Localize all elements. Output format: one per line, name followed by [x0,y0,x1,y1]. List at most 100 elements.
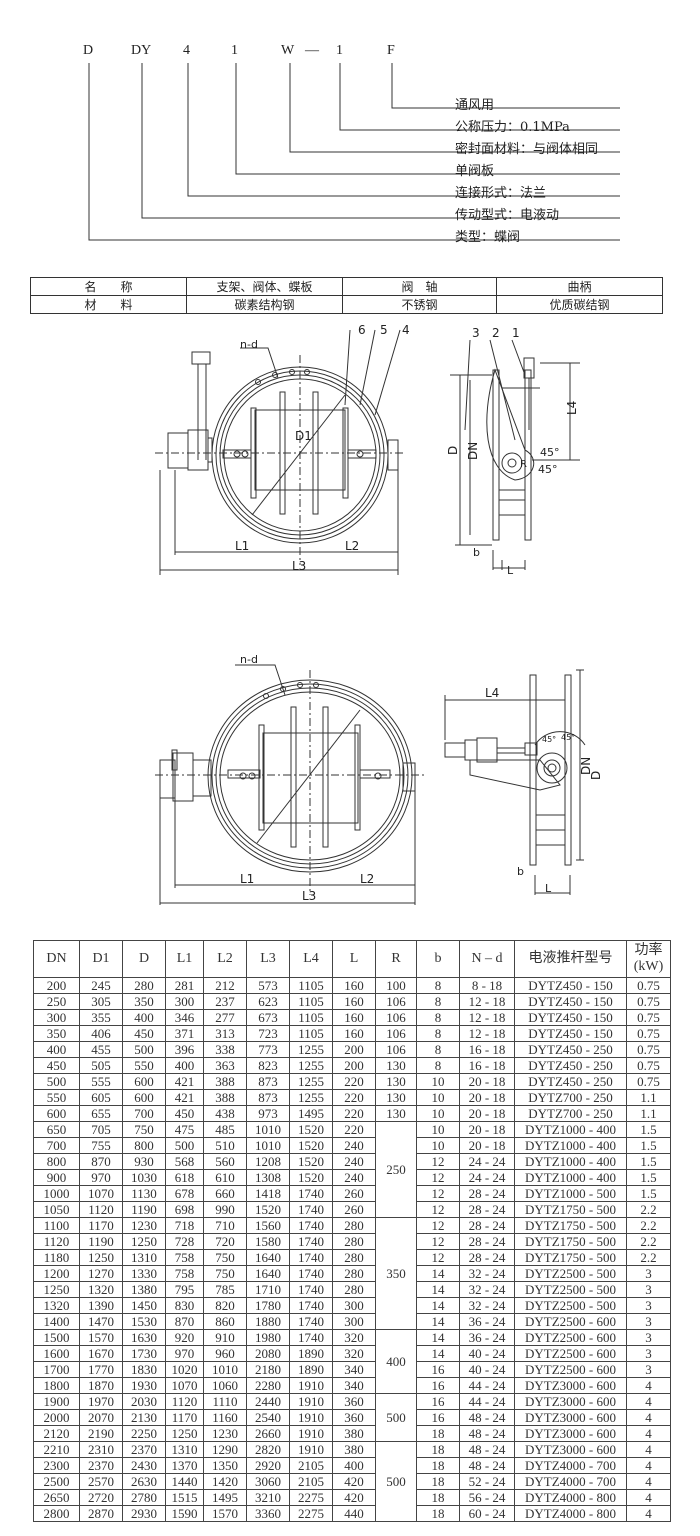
label-r: R [520,459,527,470]
table-cell: 28 - 24 [459,1233,515,1250]
table-cell: 750 [122,1121,166,1138]
table-cell: 438 [203,1105,247,1122]
table-cell: 2930 [122,1505,166,1522]
table-cell: 723 [246,1025,290,1042]
table-cell: 1910 [289,1393,333,1410]
table-cell: 1700 [33,1361,80,1378]
table-cell: 100 [375,977,417,994]
table-cell: 340 [332,1361,376,1378]
table-cell: 1740 [289,1201,333,1218]
table-cell: 1.1 [626,1105,671,1122]
table-cell: 655 [79,1105,123,1122]
code-part: D [83,43,94,58]
table-cell: 10 [416,1073,460,1090]
label-l4: L4 [485,686,499,700]
table-cell: 1910 [289,1409,333,1426]
label-part-1: 1 [512,326,520,340]
table-cell: 2570 [79,1473,123,1490]
table-cell: 106 [375,1009,417,1026]
table-cell: DYTZ1750 - 500 [514,1217,627,1234]
table-cell: 700 [122,1105,166,1122]
table-cell-r-merged: 350 [375,1217,417,1330]
table-cell: 960 [203,1345,247,1362]
table-cell: 970 [165,1345,204,1362]
table-cell: 1400 [33,1313,80,1330]
table-cell: 1350 [203,1457,247,1474]
table-cell: 20 - 18 [459,1089,515,1106]
table-cell: 200 [332,1057,376,1074]
table-cell: DYTZ450 - 150 [514,1025,627,1042]
table-cell: 1.5 [626,1169,671,1186]
table-cell: 1500 [33,1329,80,1346]
table-cell: 1105 [289,993,333,1010]
table-cell: 1250 [165,1425,204,1442]
table-cell: 400 [122,1009,166,1026]
table-cell: 1530 [122,1313,166,1330]
table-cell: 2300 [33,1457,80,1474]
table-cell: 355 [79,1009,123,1026]
table-cell: DYTZ450 - 250 [514,1073,627,1090]
table-cell: 388 [203,1089,247,1106]
table-cell: 873 [246,1073,290,1090]
table-cell: 1255 [289,1089,333,1106]
table-cell: 1600 [33,1345,80,1362]
table-cell: 400 [165,1057,204,1074]
table-cell: 1250 [79,1249,123,1266]
table-cell: 1010 [203,1361,247,1378]
valve-drawing-horizontal-actuator: n-d L1 L2 L3 L4 D DN 45° 45° b L [155,653,603,905]
table-cell: 24 - 24 [459,1169,515,1186]
table-cell: 750 [203,1249,247,1266]
label-part-6: 6 [358,323,366,337]
table-cell-r-merged: 500 [375,1441,417,1522]
table-cell: 2250 [122,1425,166,1442]
table-cell: 2500 [33,1473,80,1490]
column-header: b [416,940,460,978]
label-b: b [517,865,524,878]
table-cell: 1255 [289,1057,333,1074]
table-cell: 1770 [79,1361,123,1378]
table-cell: 1070 [165,1377,204,1394]
table-cell: 1450 [122,1297,166,1314]
table-cell: 3 [626,1265,671,1282]
table-cell: 1520 [289,1121,333,1138]
table-cell: 130 [375,1105,417,1122]
table-cell: 1440 [165,1473,204,1490]
table-cell: DYTZ4000 - 800 [514,1505,627,1522]
table-cell: 280 [332,1265,376,1282]
table-cell: 755 [79,1137,123,1154]
table-cell: 1520 [289,1137,333,1154]
table-cell: 4 [626,1441,671,1458]
table-cell: 338 [203,1041,247,1058]
table-cell: 32 - 24 [459,1265,515,1282]
table-cell: 3 [626,1361,671,1378]
table-cell: 510 [203,1137,247,1154]
table-cell: 0.75 [626,1057,671,1074]
table-cell: 300 [332,1313,376,1330]
table-cell: 220 [332,1073,376,1090]
table-cell: 718 [165,1217,204,1234]
table-cell: 4 [626,1457,671,1474]
table-cell: DYTZ3000 - 600 [514,1441,627,1458]
table-cell: 1740 [289,1185,333,1202]
table-cell: 900 [33,1169,80,1186]
code-label: 密封面材料：与阀体相同 [455,142,599,157]
table-cell: 773 [246,1041,290,1058]
table-cell: 130 [375,1073,417,1090]
table-cell: 曲柄 [496,277,663,296]
table-cell: 1900 [33,1393,80,1410]
label-l1: L1 [240,872,254,886]
column-header: 功率 (kW) [626,940,671,978]
label-angle: 45° [542,735,556,744]
column-header: L2 [203,940,247,978]
table-cell: 1800 [33,1377,80,1394]
table-cell: 1980 [246,1329,290,1346]
label-angle: 45° [538,463,558,476]
table-cell: 2310 [79,1441,123,1458]
table-cell: 346 [165,1009,204,1026]
